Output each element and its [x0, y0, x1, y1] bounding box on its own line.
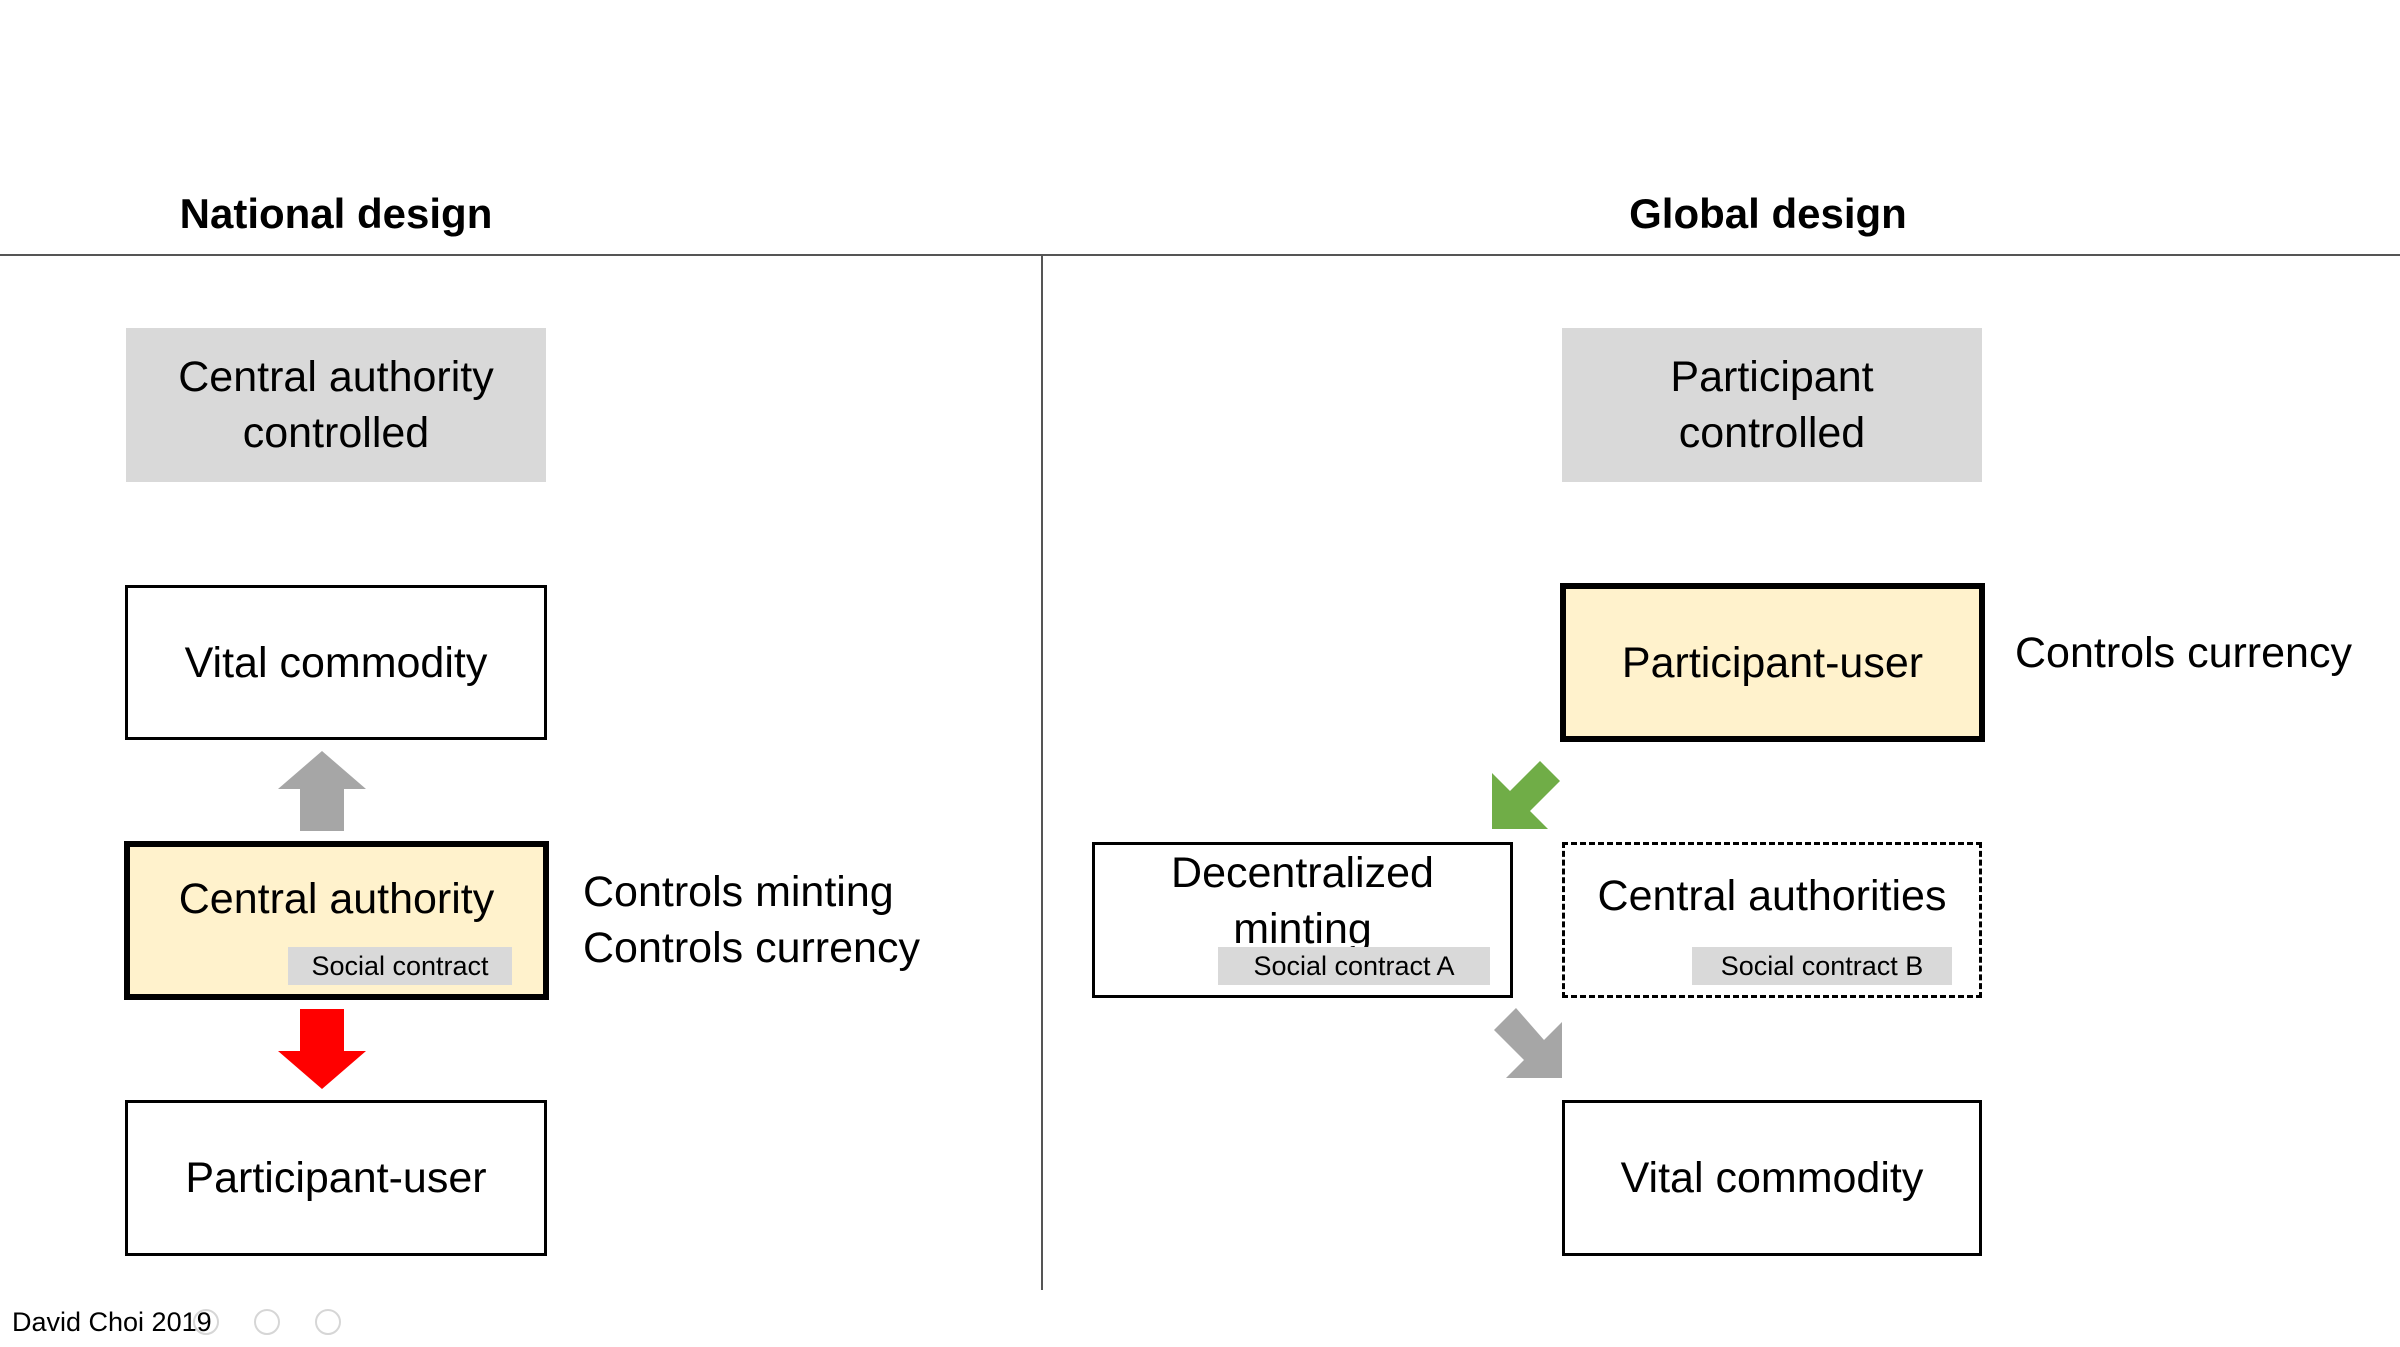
- down-arrow-shape: [278, 1009, 366, 1089]
- horizontal-divider: [0, 254, 2400, 256]
- national-vital-commodity-box: Vital commodity: [125, 585, 547, 740]
- global-design-heading: Global design: [1629, 190, 1907, 237]
- national-controls-text: Controls minting Controls currency: [583, 864, 920, 976]
- grey-arrow-shape: [1494, 1008, 1562, 1078]
- social-contract-a-tag: Social contract A: [1218, 947, 1490, 985]
- box-label: Central authority: [178, 875, 495, 923]
- national-design-heading: National design: [179, 190, 493, 237]
- up-arrow-icon: [278, 751, 366, 831]
- box-label: Participant-user: [185, 1154, 487, 1202]
- controls-minting-text: Controls minting: [583, 868, 894, 916]
- top-box-line-2: controlled: [242, 409, 430, 457]
- global-controls-currency-text: Controls currency: [2015, 629, 2352, 677]
- controls-currency-text: Controls currency: [583, 924, 920, 972]
- green-diagonal-arrow-icon: [1492, 761, 1560, 829]
- top-box-line-2: controlled: [1678, 409, 1866, 457]
- box-label: Vital commodity: [184, 638, 488, 687]
- social-contract-b-tag: Social contract B: [1692, 947, 1952, 985]
- grey-diagonal-arrow-icon: [1494, 1008, 1562, 1078]
- central-authority-controlled-box: Central authority controlled: [126, 328, 546, 482]
- down-arrow-icon: [278, 1009, 366, 1089]
- vertical-divider: [1041, 256, 1043, 1290]
- zoom-icon[interactable]: [254, 1309, 280, 1335]
- up-arrow-shape: [278, 751, 366, 831]
- global-vital-commodity-box: Vital commodity: [1562, 1100, 1982, 1256]
- social-contract-tag: Social contract: [288, 947, 512, 985]
- minting-line-1: Decentralized: [1171, 849, 1434, 897]
- national-participant-user-box: Participant-user: [125, 1100, 547, 1256]
- slide-nav-prev-icon[interactable]: [193, 1309, 219, 1335]
- box-label: Central authorities: [1597, 872, 1947, 920]
- top-box-line-1: Central authority: [178, 353, 494, 401]
- global-participant-user-box: Participant-user: [1560, 583, 1985, 742]
- more-options-icon[interactable]: [315, 1309, 341, 1335]
- box-label: Participant-user: [1621, 638, 1924, 687]
- footer-credit: David Choi 2019: [12, 1307, 212, 1337]
- box-label: Vital commodity: [1620, 1154, 1924, 1202]
- top-box-line-1: Participant: [1670, 353, 1874, 401]
- green-arrow-shape: [1492, 761, 1560, 829]
- minting-line-2: minting: [1233, 905, 1372, 953]
- participant-controlled-box: Participant controlled: [1562, 328, 1982, 482]
